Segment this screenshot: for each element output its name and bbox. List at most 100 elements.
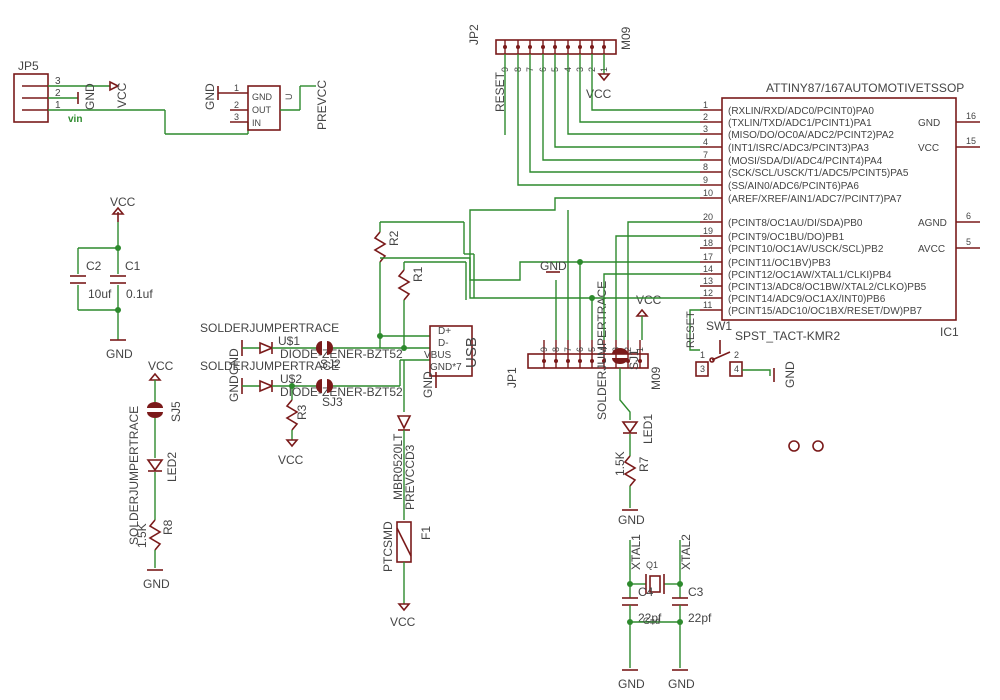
sw1-label: SW1 <box>706 319 732 333</box>
u2-gnd-net: GND <box>227 375 241 402</box>
ic1-pin-num: 3 <box>703 124 708 134</box>
d3-diode <box>396 415 412 430</box>
sw1-pin-4: 4 <box>734 364 739 374</box>
sj5-trace-label: SOLDERJUMPERTRACE <box>127 406 141 545</box>
r7-label: R7 <box>637 456 651 472</box>
ic1-attiny[interactable]: ATTINY87/167AUTOMOTIVETSSOP IC1 1(RXLIN/… <box>700 81 980 339</box>
led2-gnd-net: GND <box>143 577 170 591</box>
cap-gnd-net: GND <box>106 347 133 361</box>
r8-value: 1.5K <box>135 523 149 548</box>
usb-label: USB <box>463 337 480 368</box>
sw1-gnd-net: GND <box>783 361 797 388</box>
cap-vcc-net: VCC <box>110 195 136 209</box>
led1-circuit[interactable]: SJ1 LED1 1.5K R7 GND <box>612 348 655 527</box>
usb-connector[interactable]: R2 R1 D+ D- VBUS GND*7 USB GND <box>373 221 480 412</box>
ic1-pin-label: (PCINT12/OC1AW/XTAL1/CLKI)PB4 <box>728 270 892 281</box>
sw1-pin-1: 1 <box>700 350 705 360</box>
ic1-pin-label: (TXLIN/TXD/ADC1/PCINT1)PA1 <box>728 118 872 129</box>
u1-label: U$1 <box>278 334 300 348</box>
r2-symbol <box>373 231 387 263</box>
reset-switch[interactable]: RESET SW1 SPST_TACT-KMR2 1 2 3 4 GND <box>685 311 840 388</box>
usb-pin-dminus: D- <box>438 338 449 349</box>
u1-model: DIODE-ZENER-BZT52 <box>280 347 403 361</box>
ic1-pin-num: 20 <box>703 212 713 222</box>
ic1-pin-label: (MOSI/SDA/DI/ADC4/PCINT4)PA4 <box>728 156 883 167</box>
r3-symbol <box>285 399 299 431</box>
ic1-pin-num: 11 <box>703 300 712 310</box>
sj2-left[interactable] <box>316 341 322 355</box>
sj3-label: SJ3 <box>322 395 343 409</box>
c3-label: C3 <box>688 585 704 599</box>
jp1-body <box>527 353 649 369</box>
jp1-pin-num: 4 <box>599 347 609 352</box>
u2-label: U$2 <box>280 372 302 386</box>
ic1-pin-label: (INT1/ISRC/ADC3/PCINT3)PA3 <box>728 143 869 154</box>
jp1-pin-num: 6 <box>575 347 585 352</box>
sj3-left[interactable] <box>316 379 322 393</box>
r8-symbol <box>148 519 162 551</box>
ic1-pin-label: (SCK/SCL/USCK/T1/ADC5/PCINT5)PA5 <box>728 168 909 179</box>
f1-model: PTCSMD <box>381 521 395 572</box>
ic1-pin-num: 5 <box>966 237 971 247</box>
ic1-pin-num: 1 <box>703 100 708 110</box>
led2-vcc-net: VCC <box>148 359 174 373</box>
mounting-hole-left <box>788 440 800 452</box>
sj2-right[interactable] <box>327 341 333 355</box>
jp5-header[interactable]: JP5 3 2 1 VCC GND vin <box>13 59 249 135</box>
r3-vcc-net: VCC <box>278 453 304 467</box>
ic1-label: IC1 <box>940 325 959 339</box>
jp1-pin-num: 7 <box>563 347 573 352</box>
power-path[interactable]: MBR0520LT D3 PREVCC PTCSMD F1 VCC <box>381 415 433 629</box>
led1-gnd-net: GND <box>618 513 645 527</box>
ic1-pin-label: (PCINT10/OC1AV/USCK/SCL)PB2 <box>728 244 884 255</box>
usb-pin-dplus: D+ <box>438 326 451 337</box>
f1-label: F1 <box>419 526 433 540</box>
c3-value: 22pf <box>688 611 712 625</box>
jp5-pin-3: 3 <box>55 76 61 87</box>
jp1-pin-num: 9 <box>539 347 549 352</box>
usb-gnd-net: GND <box>421 371 435 398</box>
ic1-pin-num: 8 <box>703 162 708 172</box>
sj1-jumper-top[interactable] <box>612 348 628 354</box>
sj1-jumper-bottom[interactable] <box>612 358 628 364</box>
ic1-pin-label: (SS/AIN0/ADC6/PCINT6)PA6 <box>728 181 859 192</box>
voltage-regulator[interactable]: GND 1 2 3 GND OUT IN U PREVCC <box>203 80 329 131</box>
usb-body <box>429 325 473 377</box>
ic1-pin-label: (PCINT8/OC1AU/DI/SDA)PB0 <box>728 218 863 229</box>
jp2-model: M09 <box>619 26 633 50</box>
mounting-holes <box>788 440 824 452</box>
ic1-pin-num: 17 <box>703 252 713 262</box>
jp1-vcc-net: VCC <box>636 293 662 307</box>
decoupling-caps[interactable]: VCC C2 10uf C1 0.1uf GND <box>70 195 153 361</box>
sj1-label: SJ1 <box>627 349 641 370</box>
led2-circuit[interactable]: VCC SJ5 SOLDERJUMPERTRACE LED2 1.5K R8 G… <box>127 359 183 591</box>
sj3-right[interactable] <box>327 379 333 393</box>
r3-label: R3 <box>295 404 309 420</box>
sj5-jumper-bottom[interactable] <box>147 412 163 418</box>
reg-pin-in: IN <box>252 118 261 128</box>
crystal-circuit[interactable]: XTAL1 XTAL2 Q1 C4 22pf C3 22pf Gnd GND G… <box>618 534 712 691</box>
reg-pin-2: 2 <box>234 100 239 110</box>
led1-label: LED1 <box>641 414 655 444</box>
ic1-pin-num: 6 <box>966 211 971 221</box>
r2-label: R2 <box>387 230 401 246</box>
r1-label: R1 <box>411 266 425 282</box>
c1-label: C1 <box>125 259 141 273</box>
ic1-pin-num: 4 <box>703 137 708 147</box>
led2-symbol <box>146 459 164 472</box>
ic1-pin-num: 10 <box>703 188 713 198</box>
led1-symbol <box>621 421 639 434</box>
usb-protection[interactable]: SOLDERJUMPERTRACE SOLDERJUMPERTRACE GND … <box>200 321 403 467</box>
sj5-jumper-top[interactable] <box>147 402 163 408</box>
sj2-label: SJ2 <box>320 357 341 371</box>
ic1-pin-label: (PCINT11/OC1BV)PB3 <box>728 258 831 269</box>
ic1-pin-num: 18 <box>703 238 713 248</box>
reg-pin-out: OUT <box>252 105 272 115</box>
mounting-hole-right <box>812 440 824 452</box>
jp2-body <box>495 39 617 55</box>
jp1-pin-num: 1 <box>635 347 645 352</box>
c2-label: C2 <box>86 259 102 273</box>
